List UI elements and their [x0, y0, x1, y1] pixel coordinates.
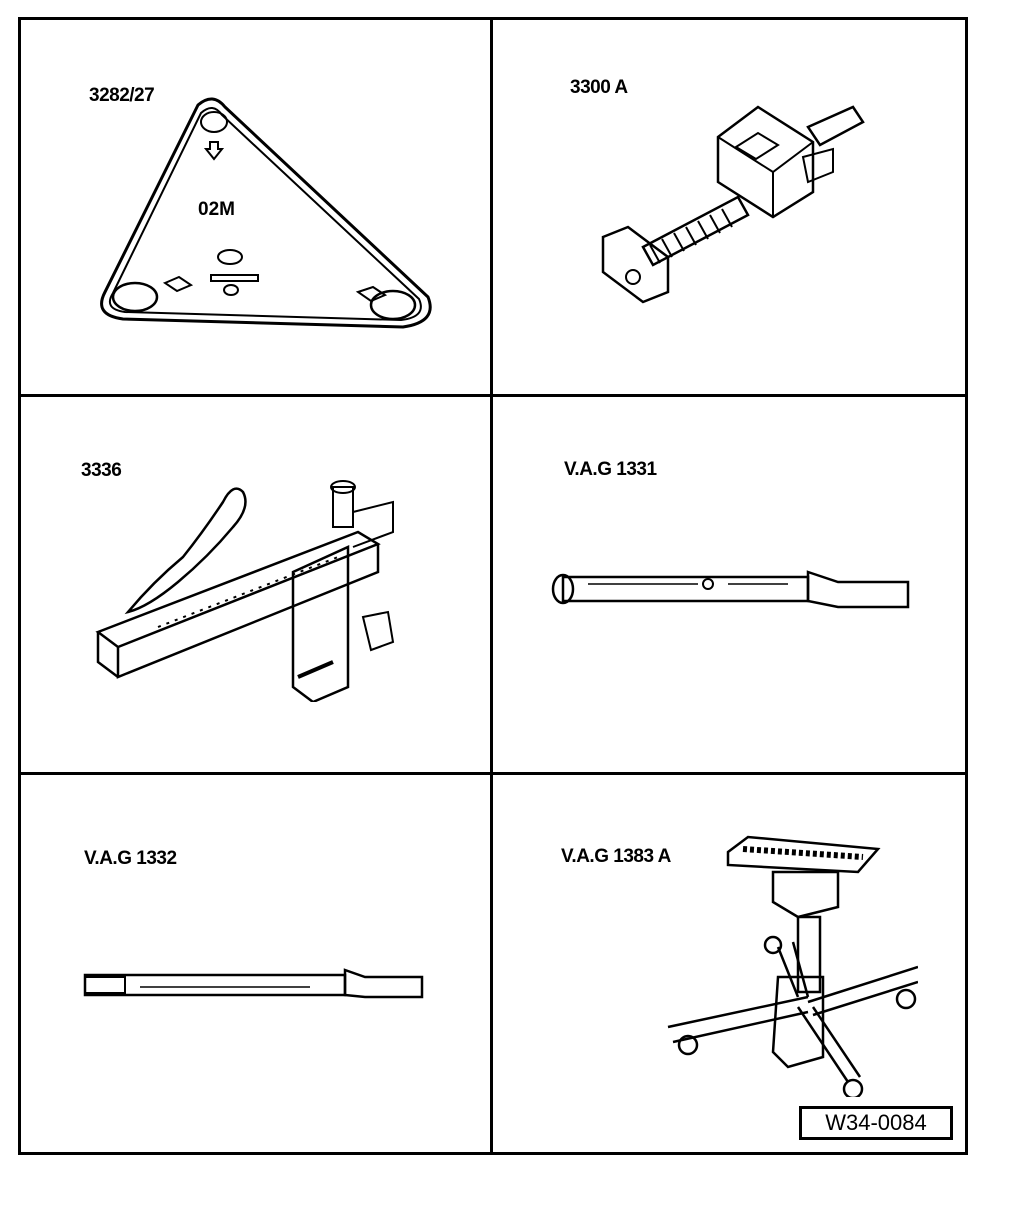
figure-code-box: W34-0084 — [799, 1106, 953, 1140]
grid-horizontal-divider-2 — [18, 772, 968, 775]
triangle-plate-drawing — [100, 97, 432, 329]
torque-wrench-1331-drawing — [551, 570, 910, 609]
transmission-jack-drawing — [667, 835, 918, 1097]
screw-clamp-drawing — [601, 105, 865, 304]
tool-label-3336: 3336 — [81, 460, 122, 481]
tool-label-3282-27: 3282/27 — [89, 85, 155, 106]
tool-label-vag-1383-a: V.A.G 1383 A — [561, 846, 671, 867]
tools-sheet: 3282/27 02M 3300 A 3336 — [18, 17, 968, 1155]
tool-label-3300-a: 3300 A — [570, 77, 628, 98]
support-bar-with-chain-drawing — [95, 480, 395, 702]
tool-label-vag-1332: V.A.G 1332 — [84, 848, 177, 869]
tool-inner-text-02m: 02M — [198, 199, 235, 220]
tool-label-vag-1331: V.A.G 1331 — [564, 459, 657, 480]
grid-vertical-divider — [490, 17, 493, 1155]
grid-frame — [18, 17, 968, 1155]
grid-horizontal-divider-1 — [18, 394, 968, 397]
torque-wrench-1332-drawing — [83, 968, 424, 999]
